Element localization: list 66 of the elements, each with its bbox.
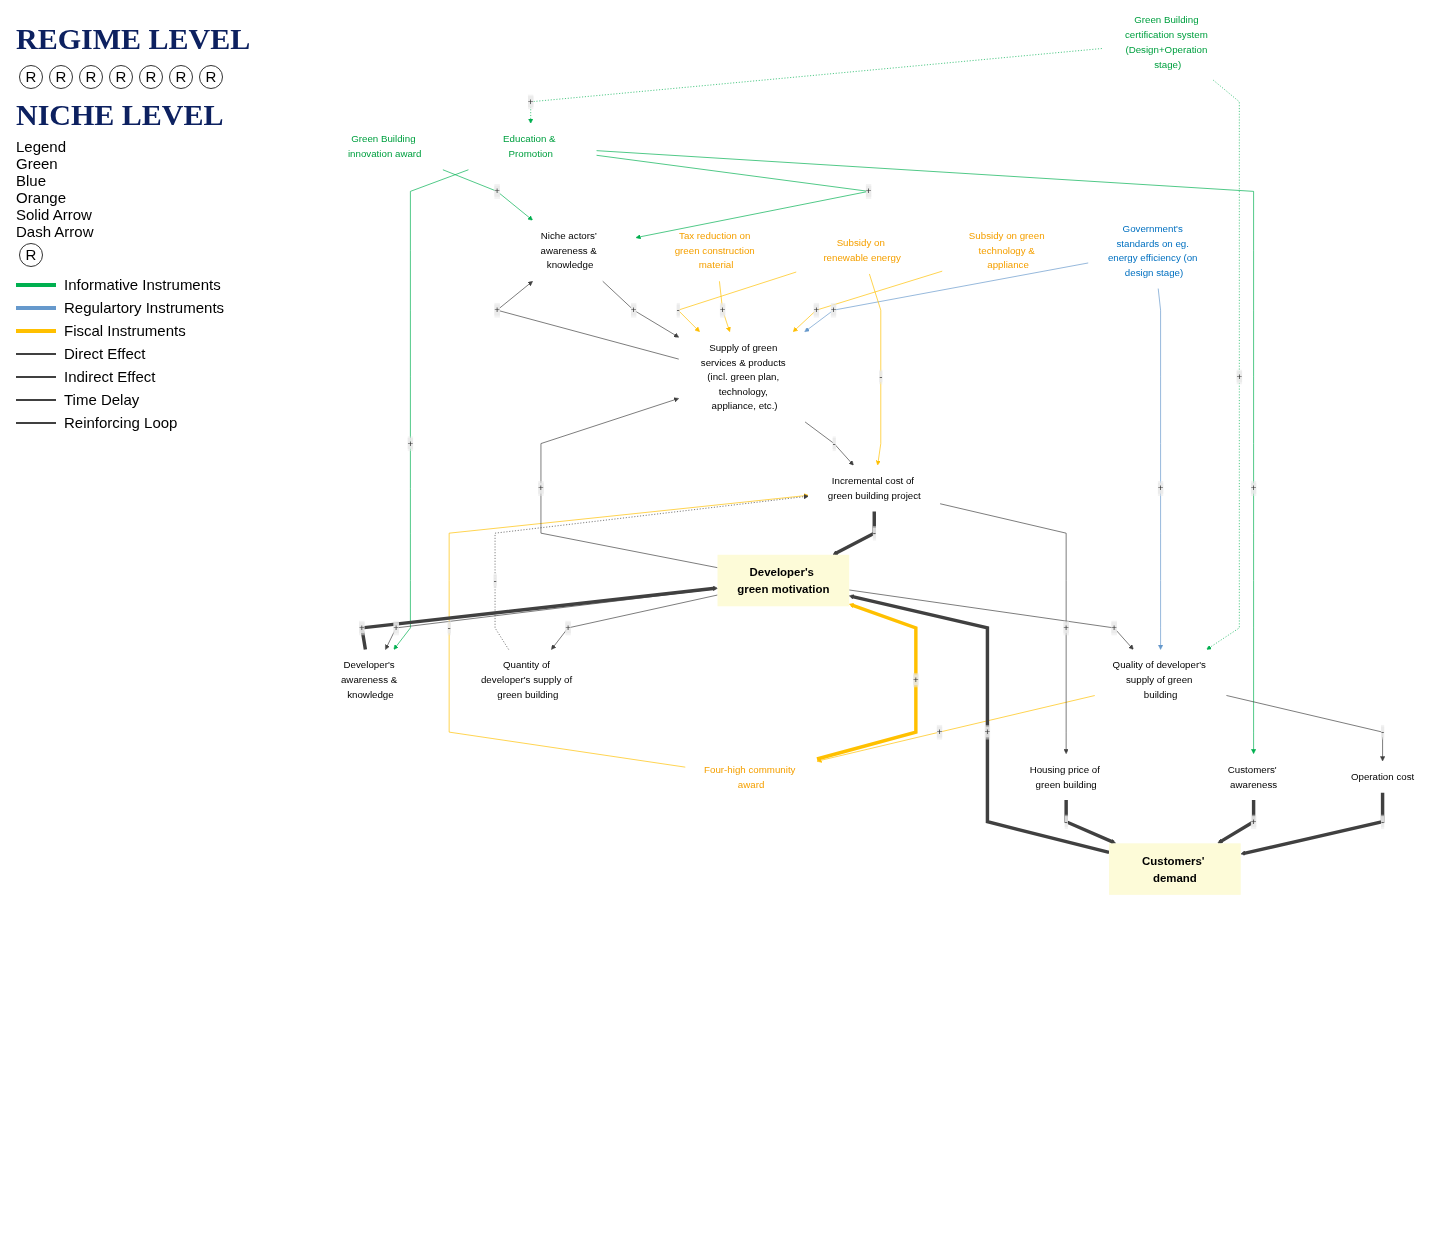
edge-label: +: [1157, 482, 1164, 494]
label-text: Blue: [16, 172, 48, 189]
label-text: Legend: [16, 138, 68, 155]
legend-text: Time Delay: [64, 391, 140, 408]
node-text: Customers' awareness: [1227, 764, 1278, 790]
level-heading: REGIME LEVEL: [16, 22, 252, 56]
edge-label: +: [1111, 622, 1117, 634]
label-text: Green: [16, 155, 59, 172]
node-text: Subsidy on renewable energy: [823, 237, 901, 264]
node-text: Four-high community award: [704, 764, 796, 790]
arrow: [848, 594, 1110, 855]
edge-label: +: [494, 185, 500, 197]
edge-label: -: [1380, 726, 1385, 738]
label-text: Dash Arrow: [16, 223, 95, 240]
edge-label: +: [936, 726, 943, 738]
node-text: Education & Promotion: [503, 133, 556, 160]
node-text: Green Building certification system (Design+Operation stage): [1125, 14, 1208, 70]
edge-label: -: [872, 527, 876, 539]
node-text: Tax reduction on green construction material: [674, 230, 755, 271]
edge-label: +: [813, 304, 820, 316]
node-text: Operation cost: [1350, 771, 1415, 783]
node-text: Green Building innovation award: [347, 133, 422, 160]
edge-label: -: [676, 304, 680, 316]
edge-label: +: [913, 674, 919, 686]
edge-label: -: [1380, 816, 1385, 828]
edge-label: +: [830, 304, 837, 316]
node-text: Quantity of developer's supply of green building: [480, 659, 573, 700]
edge-label: +: [565, 622, 571, 634]
legend-text: Informative Instruments: [64, 276, 221, 293]
edge-label: -: [493, 574, 497, 586]
label-text: Orange: [16, 189, 68, 206]
legend-text: Reinforcing Loop: [64, 414, 178, 431]
node-text: Subsidy on green technology & appliance: [968, 230, 1045, 271]
label-text: Solid Arrow: [16, 206, 93, 223]
level-heading: NICHE LEVEL: [16, 98, 225, 132]
edge-label: -: [1064, 816, 1068, 828]
node-text: Housing price of green building: [1029, 764, 1100, 790]
edge-label: +: [494, 304, 500, 316]
node-text: Government's standards on eg. energy efficiency (on design stage): [1107, 223, 1198, 278]
edge-label: +: [1063, 622, 1069, 634]
node-text: Niche actors’ awareness & knowledge: [540, 230, 597, 271]
edge-label: +: [527, 96, 534, 108]
edge-label: +: [865, 185, 872, 197]
edge-label: +: [1250, 482, 1257, 494]
node-text: Incremental cost of green building project: [827, 475, 921, 501]
edge-label: +: [359, 622, 365, 634]
edge-label: +: [630, 304, 637, 316]
node-box: Developer's green motivation: [717, 554, 850, 607]
edge-label: +: [393, 622, 399, 634]
edge-label: -: [879, 371, 883, 383]
legend-text: Regulartory Instruments: [64, 299, 225, 316]
edge-label: +: [1236, 371, 1243, 383]
node-text: Developer's awareness & knowledge: [340, 659, 398, 700]
node-text: Quality of developer's supply of green building: [1112, 659, 1206, 700]
edge-label: -: [832, 437, 836, 449]
node-box: Customers' demand: [1109, 843, 1241, 895]
edge-label: -: [447, 622, 451, 634]
legend-text: Fiscal Instruments: [64, 322, 186, 339]
edge-label: +: [984, 726, 991, 738]
legend-text: Indirect Effect: [64, 368, 156, 385]
node-text: Supply of green services & products (incl. green plan, technology, appliance, etc.): [700, 342, 786, 412]
edge-label: +: [538, 482, 544, 494]
legend-text: Direct Effect: [64, 345, 146, 362]
edge-label: +: [719, 304, 726, 316]
edge-label: +: [407, 437, 414, 449]
edge-label: +: [1250, 816, 1257, 828]
